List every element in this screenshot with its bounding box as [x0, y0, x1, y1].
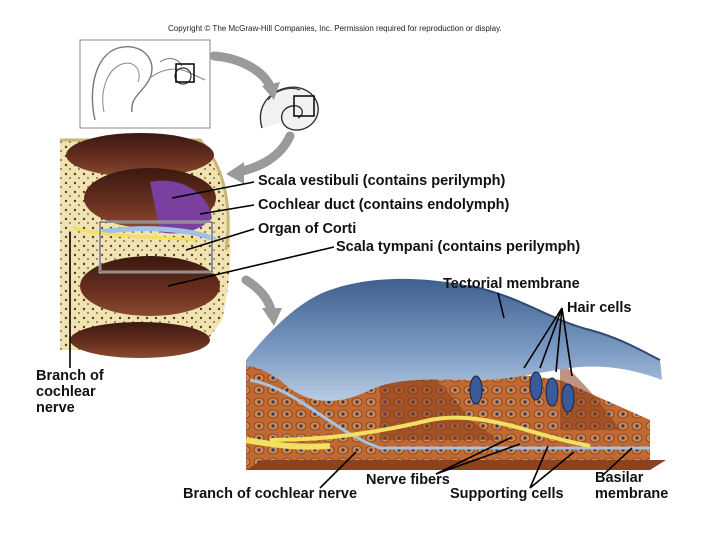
label-scala-vestibuli: Scala vestibuli (contains perilymph) [258, 173, 506, 189]
cochlea-cross-section [60, 133, 231, 358]
label-scala-tympani: Scala tympani (contains perilymph) [336, 239, 581, 255]
arrow-head-1 [262, 82, 280, 100]
nerve-fiber-path [269, 415, 591, 448]
label-supporting-cells: Supporting cells [450, 486, 564, 502]
organ-of-corti-enlarged [245, 278, 666, 470]
arrow-head-3 [262, 308, 282, 326]
arrow-head-2 [226, 162, 244, 184]
label-branch-cochlear-nerve-bottom: Branch of cochlear nerve [183, 486, 358, 502]
label-cochlear-duct: Cochlear duct (contains endolymph) [258, 197, 510, 213]
label-organ-of-corti: Organ of Corti [258, 221, 357, 237]
ear-outline-thumbnail [79, 39, 211, 129]
tectorial-membrane-shape [246, 278, 662, 401]
upper-turn-chamber [66, 133, 214, 177]
cochlea-snail-icon [259, 86, 319, 131]
label-hair-cells: Hair cells [567, 300, 632, 316]
label-nerve-fibers: Nerve fibers [366, 472, 450, 488]
label-basilar-membrane: Basilar membrane [595, 470, 669, 502]
label-branch-cochlear-nerve-left: Branch of cochlear nerve [36, 368, 104, 416]
hair-cell-group [469, 371, 575, 413]
leader-lines [69, 181, 633, 489]
label-tectorial-membrane: Tectorial membrane [443, 276, 580, 292]
copyright-notice: Copyright © The McGraw-Hill Companies, I… [168, 24, 502, 33]
